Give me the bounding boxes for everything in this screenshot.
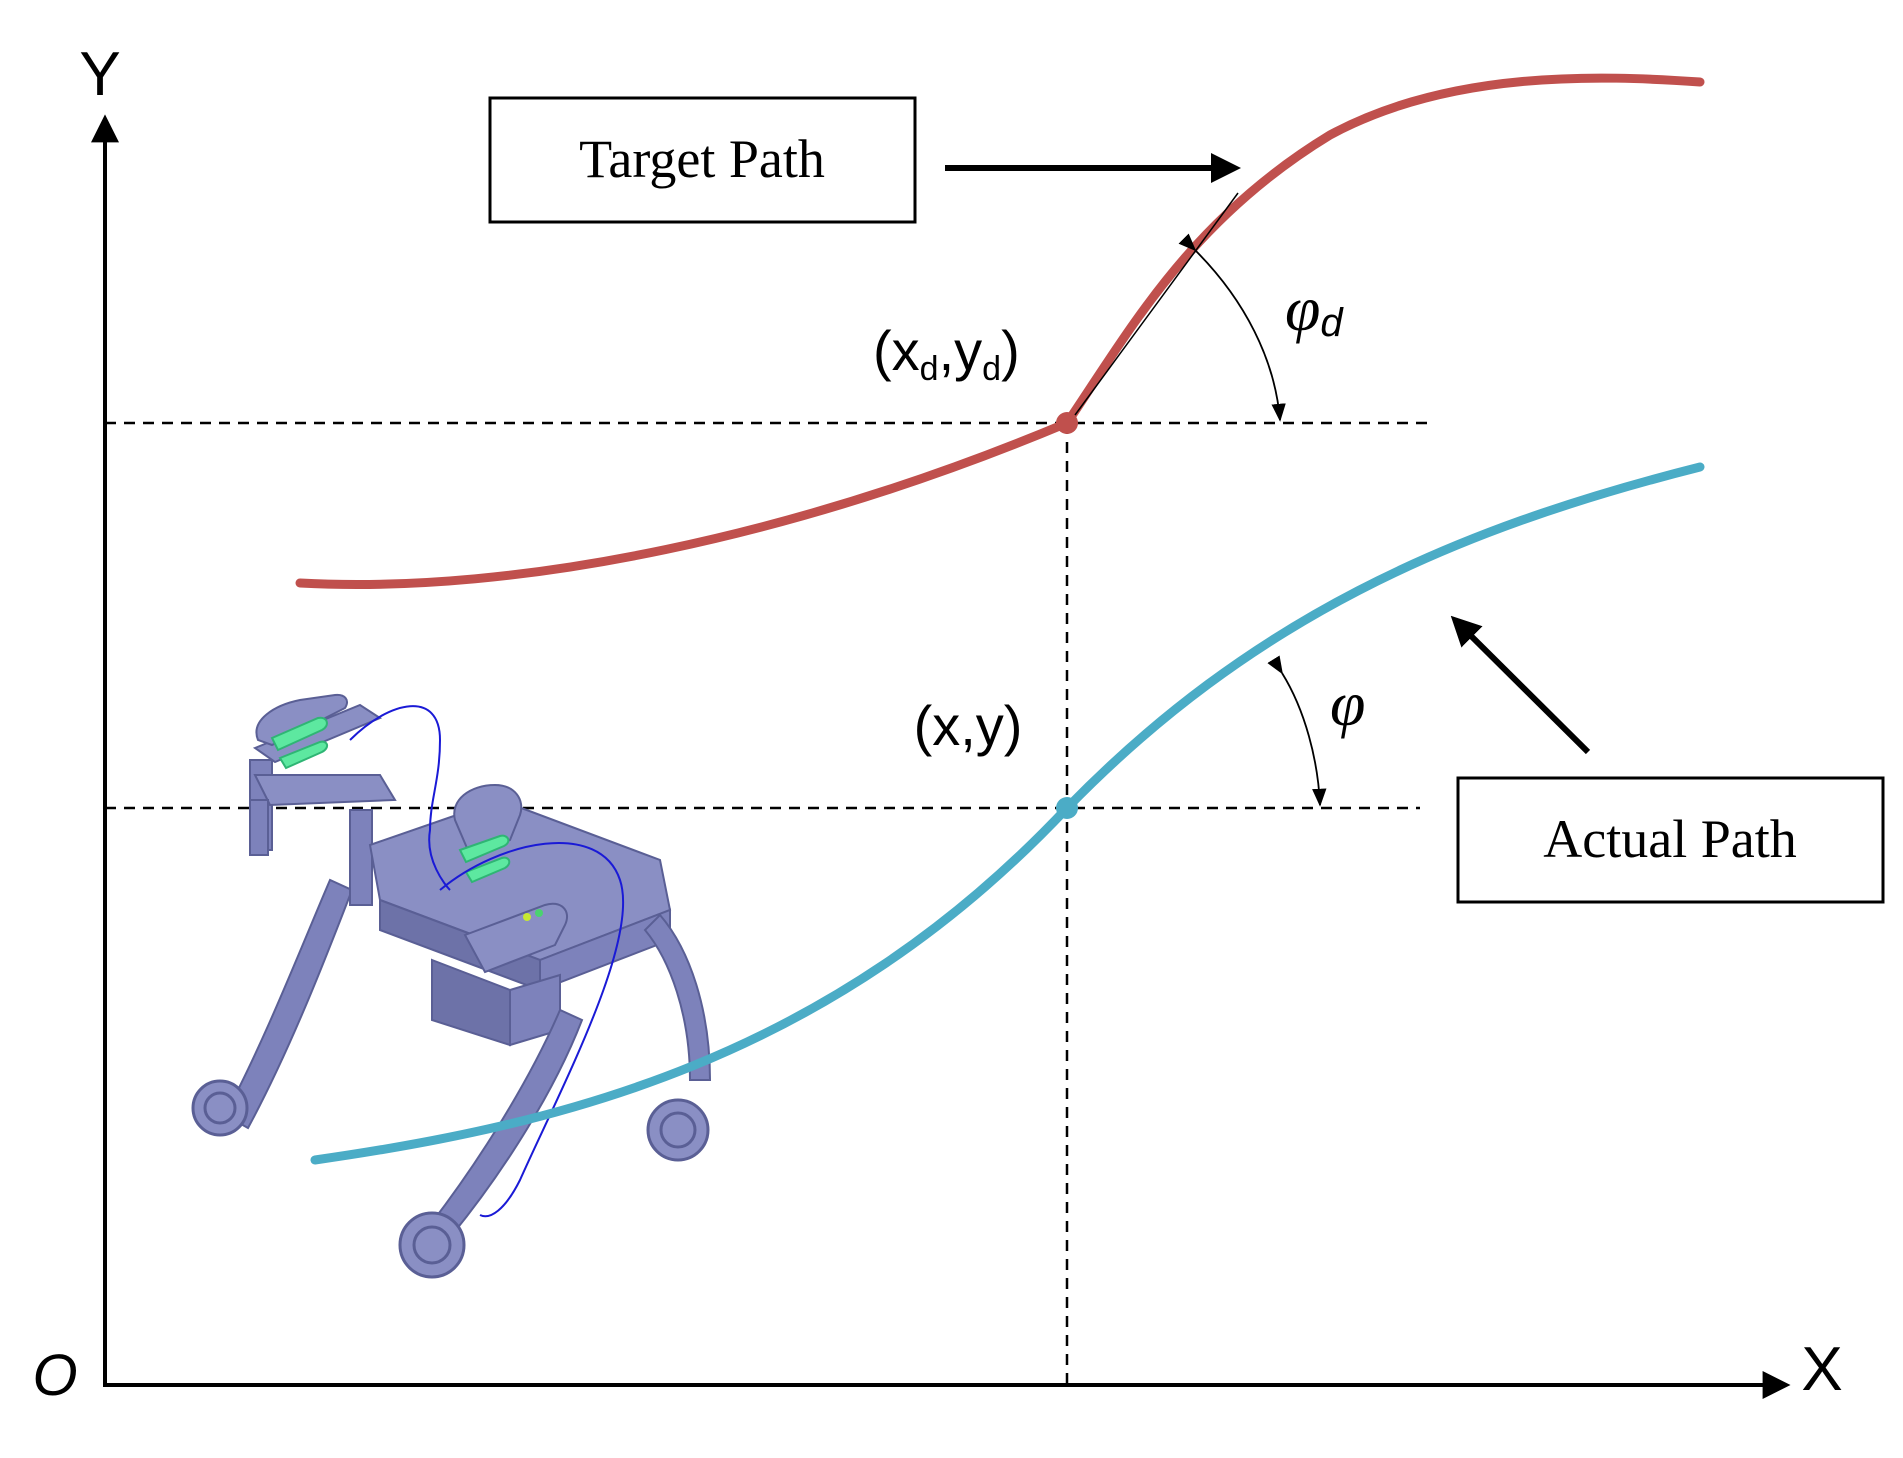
walker-robot-illustration [191,693,712,1279]
target-point-label: (xd,yd) [873,319,1020,388]
x-axis-label: X [1801,1335,1842,1404]
actual-path-box [1456,776,1885,904]
actual-point-label: (x,y) [914,694,1023,757]
target-path-box [488,96,917,224]
y-axis-label: Y [79,40,120,109]
actual-path-callout-text: Actual Path [1543,809,1796,869]
phi-d-label: φd [1285,273,1344,345]
origin-label: O [32,1343,77,1408]
actual-point [1056,797,1078,819]
phi-angle-arc [1267,655,1327,807]
target-path-callout: Target Path [488,96,1241,224]
actual-path-callout: Actual Path [1450,615,1885,904]
guide-lines [105,421,1435,1385]
coordinate-axes: Y X O [32,40,1842,1408]
target-point [1056,412,1078,434]
actual-path-arrow [1450,615,1591,755]
target-path-callout-text: Target Path [579,129,825,189]
target-path [295,73,1705,589]
target-tangent-line [1074,192,1239,416]
phi-label: φ [1330,668,1365,739]
phi-d-angle-arc [1178,233,1286,422]
